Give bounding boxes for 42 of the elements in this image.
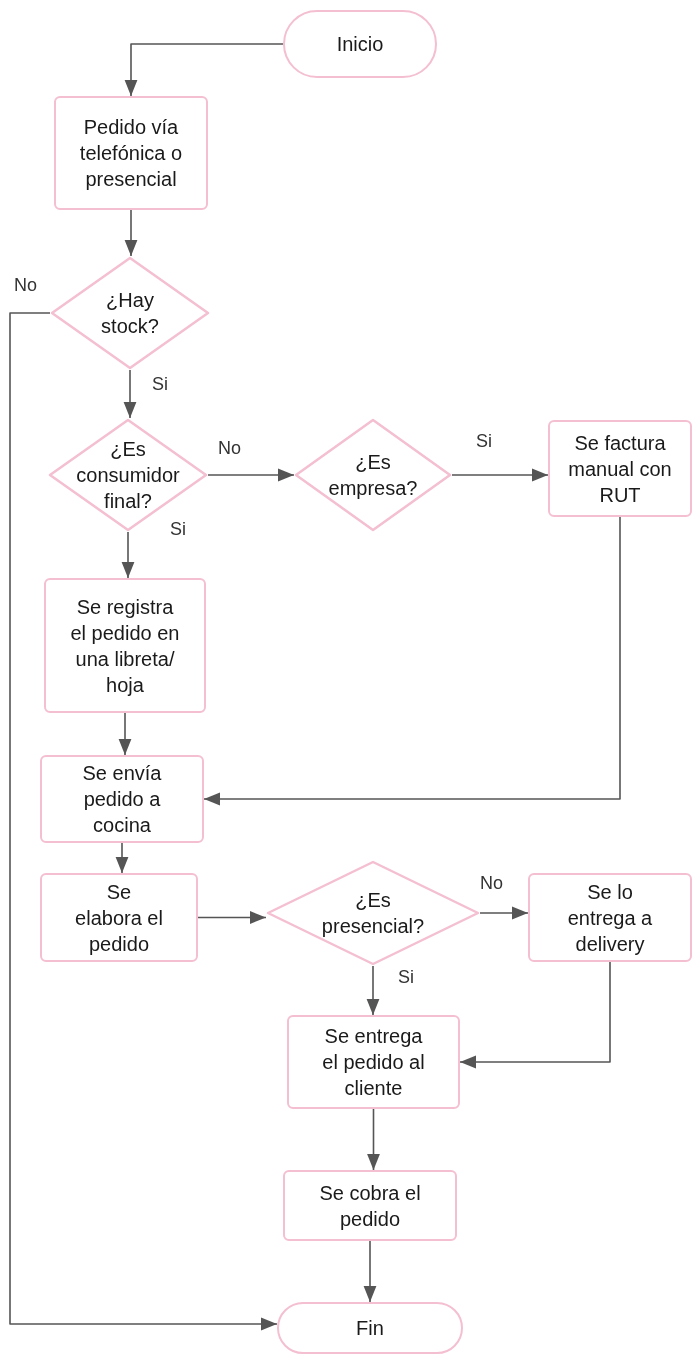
process-box xyxy=(287,1015,460,1109)
arrow xyxy=(363,1240,377,1303)
process-box xyxy=(548,420,692,517)
arrow xyxy=(197,911,267,924)
node-text: Inicio xyxy=(335,32,385,57)
arrow xyxy=(203,516,621,806)
node-text: Se registra el pedido en una libreta/ hoja xyxy=(69,594,181,698)
node-text: Se envía pedido a cocina xyxy=(81,761,163,838)
process-box xyxy=(44,578,206,713)
node-text: Se lo entrega a delivery xyxy=(566,879,654,957)
arrow xyxy=(115,842,129,874)
node-text: ¿Hay stock? xyxy=(100,288,160,339)
node-text: Se cobra el pedido xyxy=(318,1180,422,1232)
arrow xyxy=(118,712,132,756)
node-text: Se factura manual con RUT xyxy=(567,430,673,508)
arrow xyxy=(9,312,278,1331)
process-box xyxy=(283,1170,457,1241)
decision-diamond xyxy=(266,860,480,966)
decision-diamond xyxy=(50,256,210,370)
node-text: ¿Es consumidor final? xyxy=(75,437,181,514)
arrow xyxy=(124,209,138,257)
node-text: Se elabora el pedido xyxy=(74,879,164,957)
node-text: ¿Es empresa? xyxy=(327,450,419,501)
terminal-pill xyxy=(277,1302,463,1354)
arrow xyxy=(367,1108,380,1171)
node-text: Pedido vía telefónica o presencial xyxy=(78,115,184,192)
arrow xyxy=(124,43,284,97)
process-box xyxy=(40,873,198,962)
process-box xyxy=(40,755,204,843)
arrow xyxy=(451,468,549,482)
arrow xyxy=(123,369,137,419)
decision-diamond xyxy=(294,418,452,532)
node-text: ¿Es presencial? xyxy=(320,888,426,939)
node-text: Se entrega el pedido al cliente xyxy=(321,1024,426,1101)
node-text: Fin xyxy=(355,1316,385,1341)
arrow xyxy=(459,961,611,1069)
arrow xyxy=(479,906,529,920)
process-box xyxy=(528,873,692,962)
arrow xyxy=(366,965,380,1016)
process-box xyxy=(54,96,208,210)
arrow xyxy=(207,468,295,482)
arrow xyxy=(121,531,135,579)
